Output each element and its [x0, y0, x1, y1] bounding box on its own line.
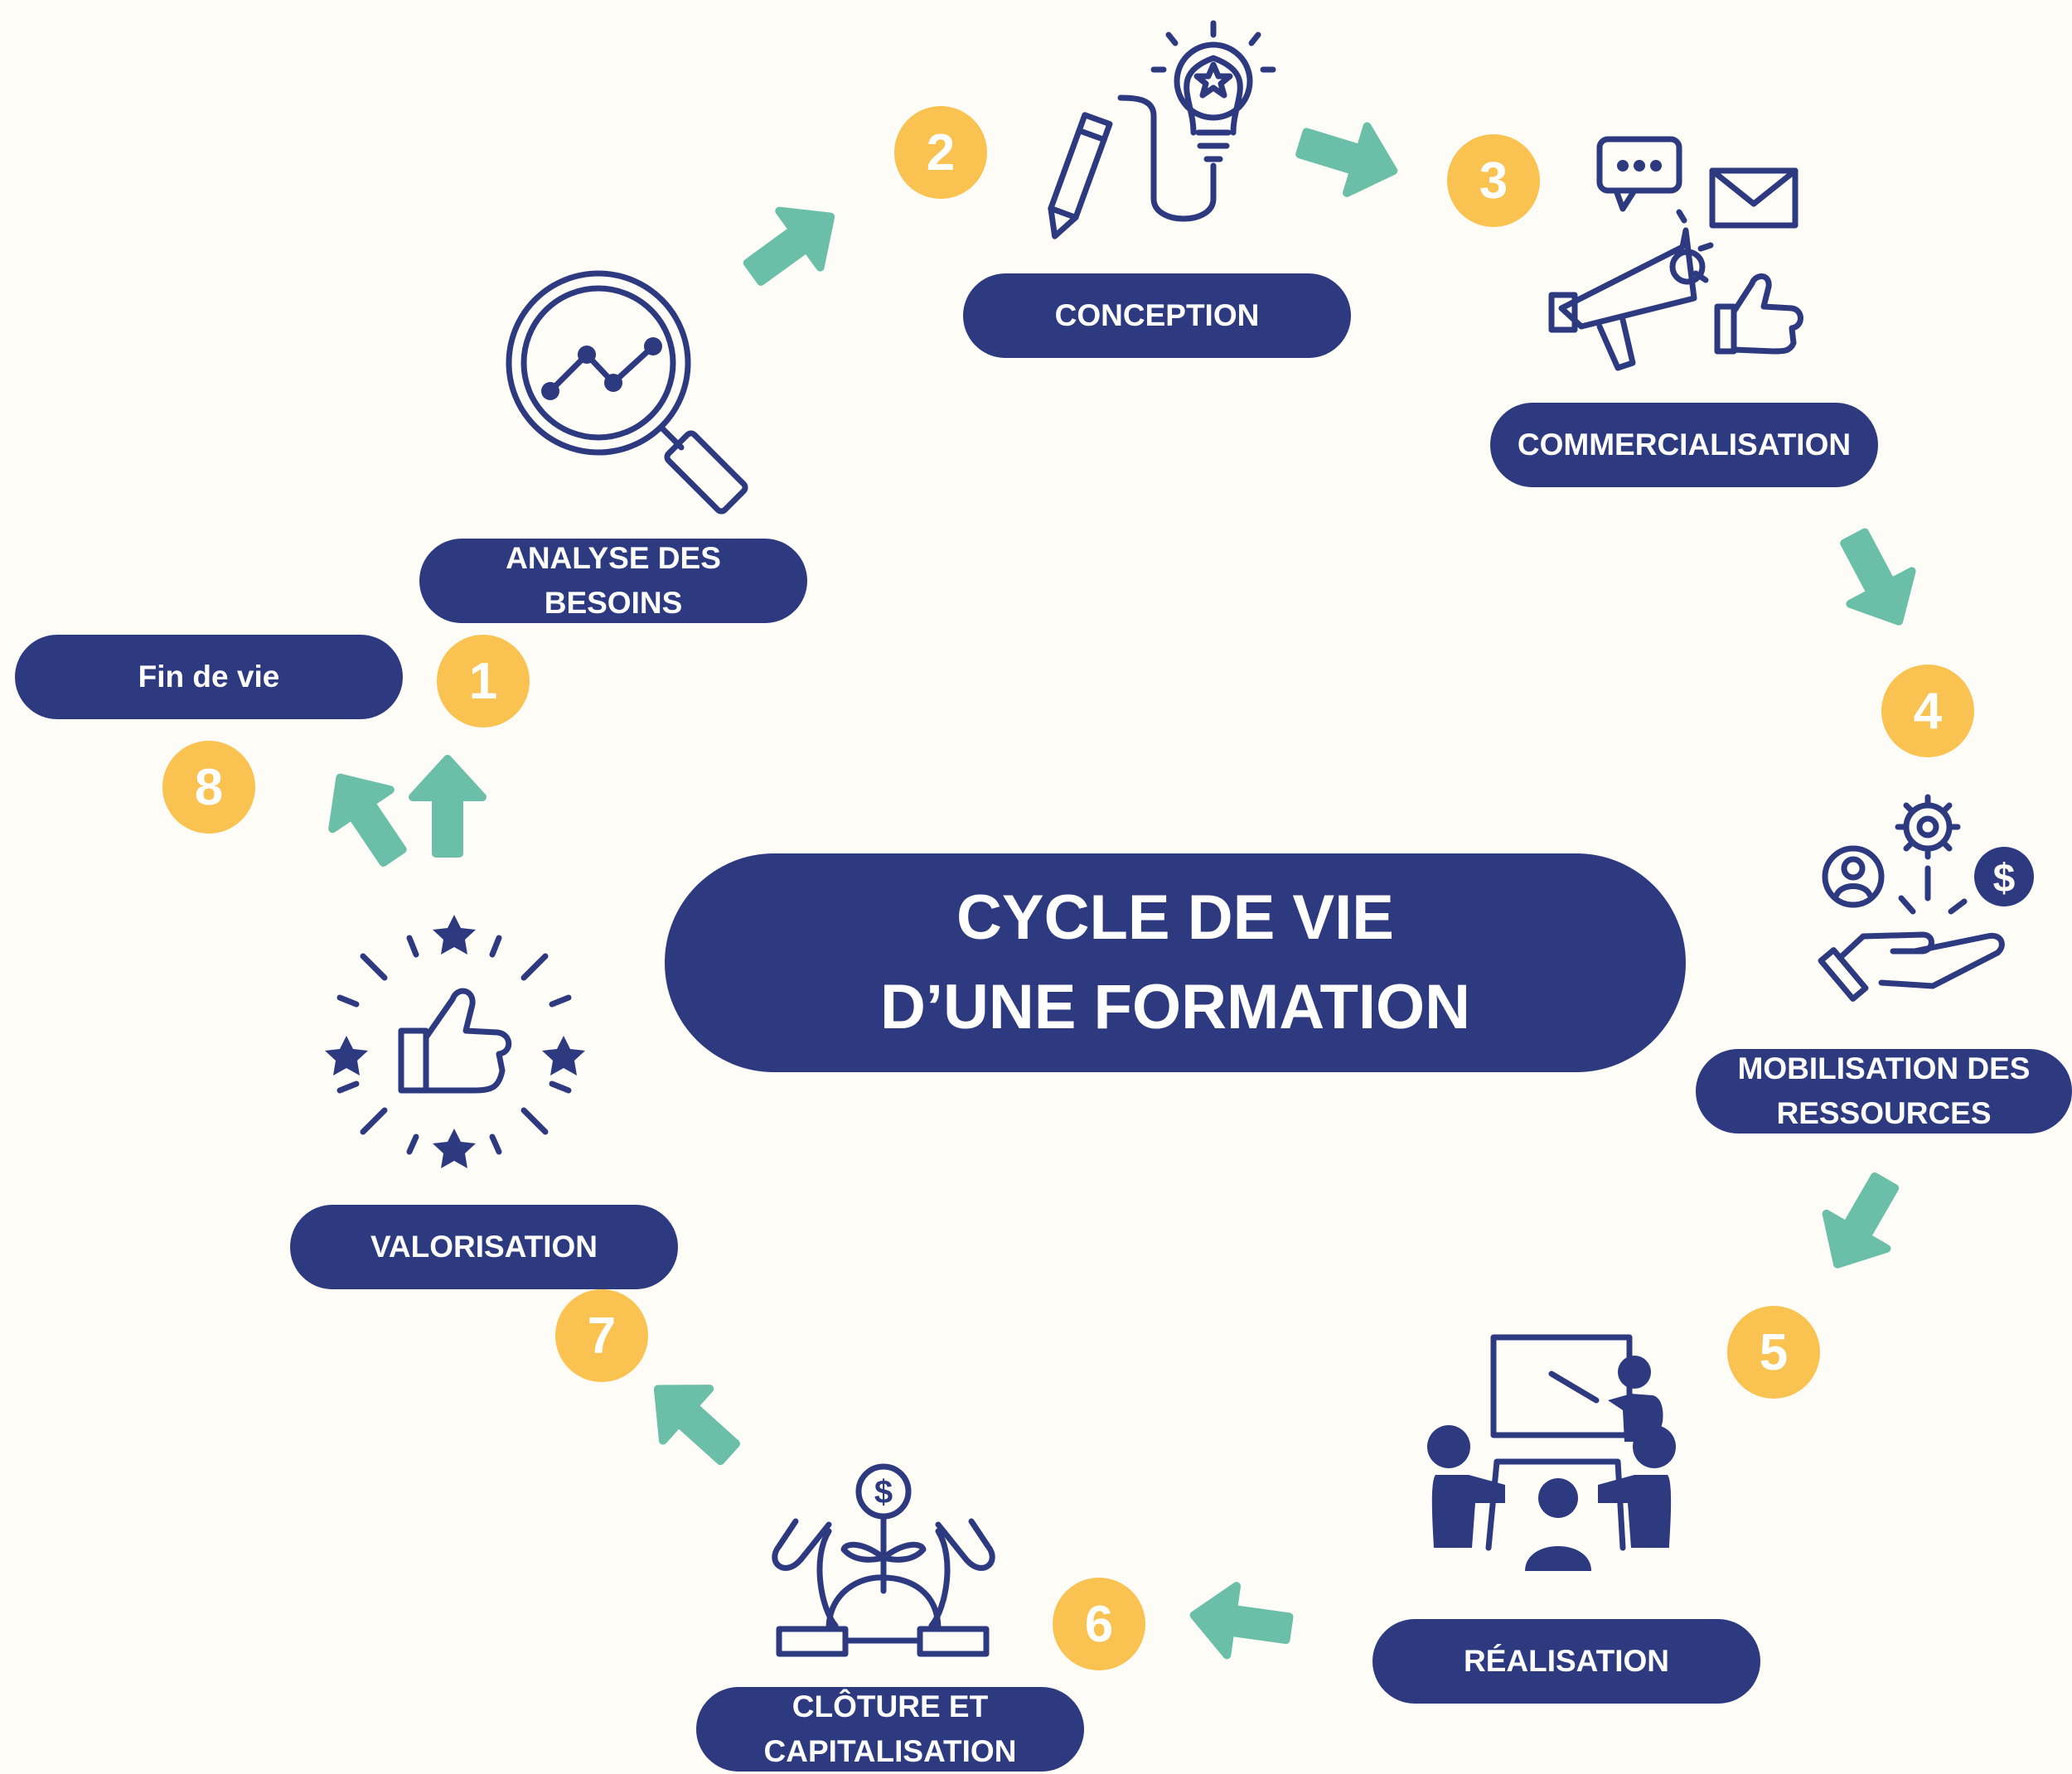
svg-text:$: $ — [1993, 857, 2016, 901]
diagram-title: CYCLE DE VIE D’UNE FORMATION — [665, 853, 1686, 1072]
step-1-label: ANALYSE DES BESOINS — [419, 539, 807, 623]
magnifier-chart-icon — [506, 270, 748, 515]
thumbs-up-stars-icon — [325, 915, 585, 1168]
step-7-number: 7 — [555, 1289, 648, 1382]
step-7-label: VALORISATION — [290, 1205, 678, 1289]
step-3-label: COMMERCIALISATION — [1490, 403, 1878, 487]
step-5-label: RÉALISATION — [1372, 1619, 1760, 1704]
step-3-number: 3 — [1447, 134, 1540, 227]
step-5-number: 5 — [1727, 1306, 1820, 1399]
step-4-number: 4 — [1881, 665, 1974, 757]
step-6-number: 6 — [1053, 1578, 1145, 1670]
svg-text:$: $ — [874, 1474, 893, 1511]
lightbulb-pencil-icon — [1048, 20, 1276, 239]
megaphone-icon — [1548, 136, 1803, 371]
step-4-label: MOBILISATION DES RESSOURCES — [1696, 1049, 2072, 1134]
step-2-number: 2 — [894, 106, 987, 199]
step-8-number: 8 — [162, 741, 255, 834]
hand-resources-icon: $ — [1818, 794, 2034, 1002]
step-2-label: CONCEPTION — [963, 273, 1351, 358]
hands-money-plant-icon: $ — [772, 1463, 995, 1657]
step-6-label: CLÔTURE ET CAPITALISATION — [696, 1687, 1084, 1772]
classroom-presentation-icon — [1427, 1334, 1676, 1571]
step-8-label: Fin de vie — [15, 635, 403, 719]
step-1-number: 1 — [437, 635, 530, 727]
